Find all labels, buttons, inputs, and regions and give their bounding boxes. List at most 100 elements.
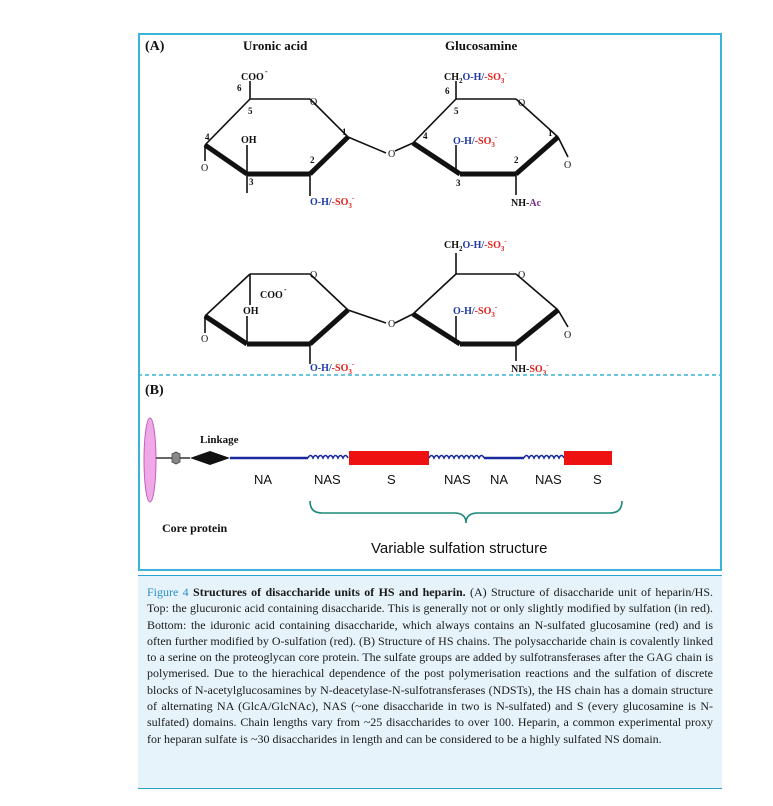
linkage-label: Linkage xyxy=(200,434,239,446)
top-so3-charge-right: - xyxy=(495,133,498,141)
top-pos1-right: 1 xyxy=(548,128,553,138)
top-pos4-left: 4 xyxy=(205,132,210,142)
bottom-nh-so3-sub: 3 xyxy=(543,369,547,377)
top-o-left-bottom: O xyxy=(201,163,208,174)
top-pos4-right: 4 xyxy=(423,131,428,141)
top-ch2-group: CH2O-H/-SO3- xyxy=(444,69,507,85)
bottom-uronic-ring xyxy=(203,273,387,364)
top-o-h-so3-left: O-H/-SO3- xyxy=(310,194,355,210)
core-protein-label: Core protein xyxy=(162,521,228,535)
top-so3-right: -SO xyxy=(475,136,492,147)
domain-label-nas-1: NAS xyxy=(314,472,341,487)
top-pos1-left: 1 xyxy=(342,127,347,137)
figure-frame xyxy=(138,33,722,571)
top-pos5-left: 5 xyxy=(248,106,253,116)
bottom-ring-o-right: O xyxy=(518,270,525,281)
bottom-coo: COO xyxy=(260,290,283,301)
top-so3-sub-right: 3 xyxy=(491,141,495,149)
caption-title: Structures of disaccharide units of HS a… xyxy=(193,585,466,599)
top-glyco-o: O xyxy=(388,149,395,160)
bottom-o-h-right: O-H/ xyxy=(453,306,475,317)
top-uronic-ring xyxy=(203,81,387,196)
bottom-glucosamine-ring xyxy=(394,253,569,361)
bottom-o-h-so3-right: O-H/-SO3- xyxy=(453,303,498,319)
bottom-ch2: CH xyxy=(444,240,459,251)
chain-s-2 xyxy=(564,451,612,465)
bottom-o-left-bottom: O xyxy=(201,334,208,345)
domain-label-s-2: S xyxy=(593,472,602,487)
bottom-ch2-sub: 2 xyxy=(459,245,463,253)
figure-panels: (A) Uronic acid Glucosamine COO - 6 5 4 … xyxy=(138,38,722,557)
top-glucosamine-ring xyxy=(394,81,569,195)
caption-figure-label: Figure 4 xyxy=(147,585,189,599)
top-ch2-sub: 2 xyxy=(459,77,463,85)
top-coo: COO xyxy=(241,72,264,83)
domain-label-nas-2: NAS xyxy=(444,472,471,487)
top-pos3-left: 3 xyxy=(249,177,254,187)
top-nh: NH- xyxy=(511,198,529,209)
panel-b-label: (B) xyxy=(145,383,164,398)
top-ch2-so3-charge: - xyxy=(504,69,507,77)
bottom-so3-left: -SO xyxy=(332,363,349,374)
top-so3-left: -SO xyxy=(332,197,349,208)
bottom-ring-o-left: O xyxy=(310,270,317,281)
chain-nas-1 xyxy=(307,454,349,460)
bottom-nh-so3: NH-SO3- xyxy=(511,361,549,377)
uronic-acid-label: Uronic acid xyxy=(243,38,308,53)
bottom-nh-so3-charge: - xyxy=(546,361,549,369)
bottom-so3-sub-right: 3 xyxy=(491,311,495,319)
domain-label-na-1: NA xyxy=(254,472,272,487)
top-ring-o-right: O xyxy=(518,98,525,109)
top-nh-ac: NH-Ac xyxy=(511,198,542,209)
bottom-nh-so3-text: SO xyxy=(529,364,543,375)
variable-sulfation-label: Variable sulfation structure xyxy=(371,540,547,557)
top-o-h-right: O-H/ xyxy=(453,136,475,147)
chain-nas-2 xyxy=(428,454,485,460)
bottom-so3-charge-left: - xyxy=(352,360,355,368)
domain-label-na-2: NA xyxy=(490,472,508,487)
chain-nas-3 xyxy=(523,454,565,460)
bottom-ch2-so3: -SO xyxy=(484,240,501,251)
glucosamine-label: Glucosamine xyxy=(445,38,517,53)
bottom-glyco-o: O xyxy=(388,319,395,330)
top-o-h-left: O-H/ xyxy=(310,197,332,208)
top-pos6-left: 6 xyxy=(237,83,242,93)
bottom-ch2-so3-charge: - xyxy=(504,237,507,245)
bottom-oh: OH xyxy=(243,306,259,317)
bottom-o-right-end: O xyxy=(564,330,571,341)
top-pos5-right: 5 xyxy=(454,106,459,116)
top-so3-sub-left: 3 xyxy=(348,202,352,210)
sulfation-brace xyxy=(309,500,623,524)
linkage-tetrasaccharide xyxy=(190,451,230,465)
domain-label-s-1: S xyxy=(387,472,396,487)
caption-body: (A) Structure of disaccharide unit of he… xyxy=(147,585,714,746)
top-ch2-oh: O-H/ xyxy=(463,72,485,83)
chain-s-1 xyxy=(349,451,429,465)
bottom-ch2-so3-sub: 3 xyxy=(501,245,505,253)
core-protein-shape xyxy=(143,417,157,503)
serine-hexagon xyxy=(171,451,181,465)
top-ch2-so3: -SO xyxy=(484,72,501,83)
panel-a-label: (A) xyxy=(145,39,165,54)
bottom-so3-sub-left: 3 xyxy=(348,368,352,376)
top-coo-charge: - xyxy=(265,67,268,76)
top-pos3-right: 3 xyxy=(456,178,461,188)
bottom-ch2-group: CH2O-H/-SO3- xyxy=(444,237,507,253)
top-ch2-so3-sub: 3 xyxy=(501,77,505,85)
top-oh: OH xyxy=(241,135,257,146)
top-ac: Ac xyxy=(529,198,541,209)
top-pos2-right: 2 xyxy=(514,155,519,165)
bottom-o-h-left: O-H/ xyxy=(310,363,332,374)
top-pos6-right: 6 xyxy=(445,86,450,96)
figure-caption: Figure 4 Structures of disaccharide unit… xyxy=(138,575,722,789)
top-pos2-left: 2 xyxy=(310,155,315,165)
bottom-ch2-oh: O-H/ xyxy=(463,240,485,251)
top-ring-o-left: O xyxy=(310,97,317,108)
top-so3-charge-left: - xyxy=(352,194,355,202)
bottom-nh: NH- xyxy=(511,364,529,375)
domain-label-nas-3: NAS xyxy=(535,472,562,487)
bottom-so3-charge-right: - xyxy=(495,303,498,311)
top-o-right-end: O xyxy=(564,160,571,171)
bottom-o-h-so3-left: O-H/-SO3- xyxy=(310,360,355,376)
bottom-so3-right: -SO xyxy=(475,306,492,317)
